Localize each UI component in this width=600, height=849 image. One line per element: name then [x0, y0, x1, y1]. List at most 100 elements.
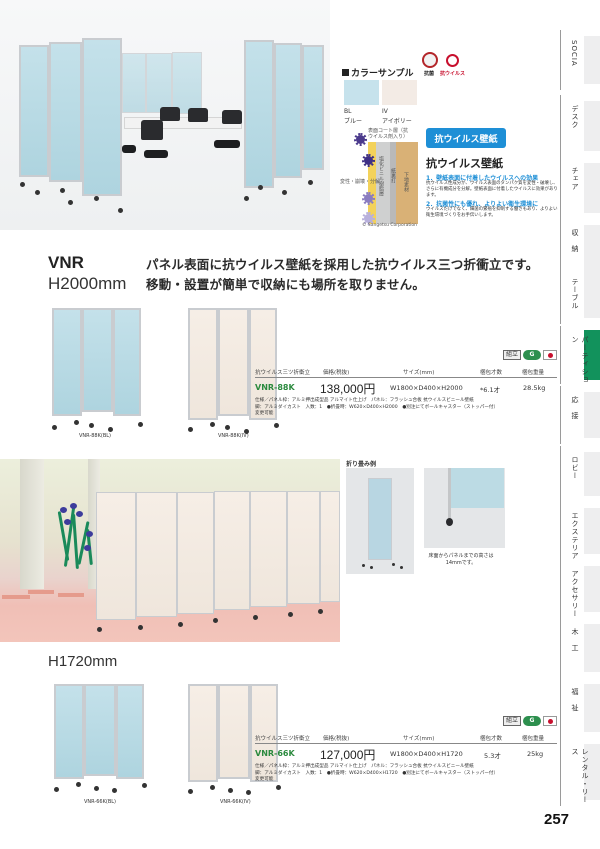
index-tab-rental-lease[interactable]: レンタル・リース [560, 738, 600, 806]
point-1-title: 1．壁紙表面に付着したウイルスへの効果 [426, 175, 539, 182]
folded-screen-photo [346, 468, 414, 574]
folded-example-caption: 床面からパネルまでの高さは 14mmです。 [425, 553, 497, 567]
tab-label: エクステリア [571, 512, 579, 560]
col-price: 価格(税抜) [323, 736, 350, 742]
back-panel [146, 53, 172, 113]
swatch-name: ブルー [344, 118, 363, 125]
note-line: 変更可能 [255, 411, 274, 417]
weight: 25kg [527, 750, 544, 758]
point-2-body: ウイルスだけでなく、細菌の繁殖を抑制する働きもあり、よりよい衛生環境づくりをお手… [426, 207, 558, 218]
note-line: 変更可能 [255, 777, 274, 783]
note-line: 脚：アルミダイカスト 入数：1 ●折畳時：W620×D400×H2000 ●別注… [255, 404, 499, 410]
col-size: サイズ(mm) [403, 370, 435, 376]
product-figure-vnr-88k-iv [188, 305, 279, 434]
virus-icon-weakened [362, 192, 375, 205]
virus-icon-inactive [362, 212, 375, 225]
virus-icon [362, 154, 375, 167]
col-volume: 梱包才数 [480, 370, 503, 376]
model-number: VNR-66K [255, 749, 295, 758]
made-in-japan-flag-icon [543, 716, 557, 726]
tab-label: チェア [571, 167, 579, 191]
hero-photo-meeting-room [0, 0, 330, 230]
index-tab-desk[interactable]: デスク [560, 95, 600, 157]
index-tab-welfare[interactable]: 福 祉 [560, 678, 600, 738]
chair-seat [144, 150, 168, 158]
table-row: VNR-66K 127,000円 W1800×D400×H1720 5.3才 2… [255, 746, 557, 762]
size: W1800×D400×H2000 [390, 384, 463, 392]
chair-seat [122, 145, 136, 153]
folded-example-title: 折り畳み例 [346, 461, 377, 468]
model-number: VNR-88K [255, 383, 295, 392]
chair [222, 110, 242, 124]
tab-label: SOCIA [570, 40, 578, 67]
top-label: 表面コート層（抗ウイルス剤入り） [368, 128, 409, 140]
figure-caption: VNR-88K(BL) [79, 433, 111, 439]
index-tab-socia[interactable]: SOCIA [560, 30, 600, 90]
assembled-icon: 組立 [503, 716, 521, 726]
col-price: 価格(税抜) [323, 370, 350, 376]
col-weight: 梱包重量 [522, 736, 545, 742]
color-sample-section: カラーサンプル 抗菌 抗ウイルス BL ブルー IV アイボリー [342, 52, 562, 128]
green-purchase-icon: G [523, 716, 541, 726]
antivirus-shield-icon [446, 54, 459, 67]
volume: 5.3才 [484, 752, 501, 760]
figure-caption: VNR-88K(IV) [218, 433, 249, 439]
series-name: VNR [48, 253, 84, 272]
spec-icons: 組立 G [503, 350, 557, 360]
screen-panel [19, 45, 49, 177]
product-figure-vnr-88k-bl [52, 305, 143, 432]
point-2-title: 2．抗菌性にも優れ、よりよい衛生環境に [426, 201, 539, 208]
tab-label: 収 納 [571, 229, 579, 253]
chair [160, 107, 180, 121]
page-number: 257 [544, 811, 570, 828]
swatch-code: IV [382, 108, 388, 115]
caster-closeup-photo [424, 468, 505, 548]
base-layer [396, 142, 418, 224]
series-height-2000: H2000mm [48, 274, 127, 293]
swatch-blue [344, 80, 379, 105]
swatch-ivory [382, 80, 417, 105]
screen-panel [302, 45, 324, 170]
product-figure-vnr-66k-iv [188, 682, 281, 795]
col-volume: 梱包才数 [480, 736, 503, 742]
price: 138,000円 [320, 382, 376, 396]
spec-table-vnr-66k: 組立 G 抗ウイルス三ツ折衝立 価格(税抜) サイズ(mm) 梱包才数 梱包重量… [255, 716, 557, 796]
note-line: 仕様／パネル枠：アルミ押出成型品 アルマイト仕上げ パネル：フラッシュ合板 抗ウ… [255, 764, 474, 769]
copyright-credit: © Sangetsu Corporation [362, 223, 417, 228]
chair [188, 108, 208, 122]
index-tab-table[interactable]: テーブル [560, 268, 600, 324]
back-panel [122, 53, 146, 113]
swatch-code: BL [344, 108, 352, 115]
screen-panel [49, 42, 82, 182]
col-size: サイズ(mm) [403, 736, 435, 742]
tab-label: テーブル [571, 278, 579, 310]
tab-label: ロビー [571, 456, 579, 480]
index-tab-exterior[interactable]: エクステリア [560, 502, 600, 560]
coat-layer [368, 142, 376, 224]
index-tab-accessory[interactable]: アクセサリー [560, 560, 600, 618]
spec-header-row: 抗ウイルス三ツ折衝立 価格(税抜) サイズ(mm) 梱包才数 梱包重量 [255, 368, 557, 378]
index-tab-chair[interactable]: チェア [560, 157, 600, 219]
lead-text-line-2: 移動・設置が簡単で収納にも場所を取りません。 [146, 277, 426, 292]
made-in-japan-flag-icon [543, 350, 557, 360]
tab-label: アクセサリー [571, 570, 579, 618]
antivirus-heading: 抗ウイルス壁紙 [426, 157, 503, 170]
index-tab-lobby[interactable]: ロビー [560, 446, 600, 502]
vinyl-layer [376, 142, 390, 224]
screen-panel [244, 40, 274, 188]
index-tab-storage[interactable]: 収 納 [560, 219, 600, 281]
layer-label: 塩化ビニル樹脂層 [378, 156, 384, 196]
tab-label: 応 接 [571, 396, 579, 420]
antibacterial-label: 抗菌 [424, 71, 435, 77]
price: 127,000円 [320, 748, 376, 762]
index-tab-reception[interactable]: 応 接 [560, 386, 600, 444]
note-line: 仕様／パネル枠：アルミ押出成型品 アルマイト仕上げ パネル：フラッシュ合板 抗ウ… [255, 398, 474, 403]
side-label: 変性・崩壊・分解 [340, 179, 381, 185]
spec-icons: 組立 G [503, 716, 557, 726]
col-name: 抗ウイルス三ツ折衝立 [255, 370, 311, 376]
index-tab-partition[interactable]: パーティション [560, 326, 600, 384]
caption-line: 床面からパネルまでの高さは [428, 553, 494, 559]
product-figure-vnr-66k-bl [54, 682, 147, 793]
index-tab-woodwork[interactable]: 木 工 [560, 618, 600, 678]
antivirus-wallpaper-badge: 抗ウイルス壁紙 [426, 128, 506, 148]
